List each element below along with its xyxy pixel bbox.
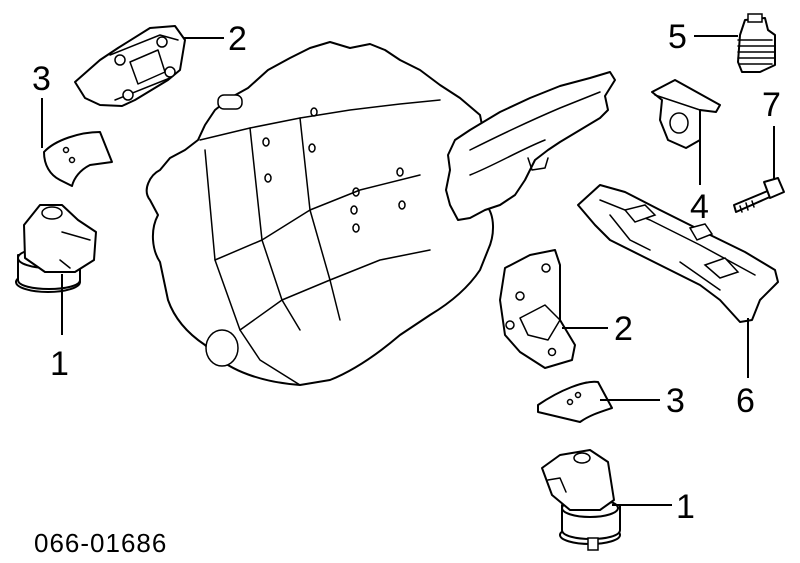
oil-cap-icon (217, 94, 243, 110)
part-6-crossmember (577, 184, 779, 323)
callout-4: 4 (690, 188, 709, 226)
callout-3-middle: 3 (666, 382, 685, 420)
part-1-lower-engine-mount (541, 449, 621, 551)
part-2-upper-bracket (74, 25, 186, 107)
part-7-bolt (733, 177, 785, 213)
diagram-reference-code: 066-01686 (34, 528, 167, 558)
crank-pulley-icon (205, 329, 239, 367)
callout-6: 6 (736, 382, 755, 420)
part-3-left-heat-shield (43, 131, 113, 187)
callout-2-middle: 2 (614, 310, 633, 348)
transmission (445, 71, 616, 221)
engine-block (145, 41, 494, 386)
part-3-middle-heat-shield (537, 380, 613, 423)
callout-3-left: 3 (32, 60, 51, 98)
callout-7: 7 (762, 86, 781, 124)
callout-1-left: 1 (50, 345, 69, 383)
part-2-middle-bracket (499, 249, 576, 369)
part-5-bushing (737, 13, 776, 73)
part-1-left-engine-mount (15, 204, 97, 293)
part-4-rear-mount (651, 79, 721, 149)
leader-lines (41, 35, 775, 506)
callout-5: 5 (668, 18, 687, 56)
callout-2-upper: 2 (228, 20, 247, 58)
callout-1-lower: 1 (676, 488, 695, 526)
